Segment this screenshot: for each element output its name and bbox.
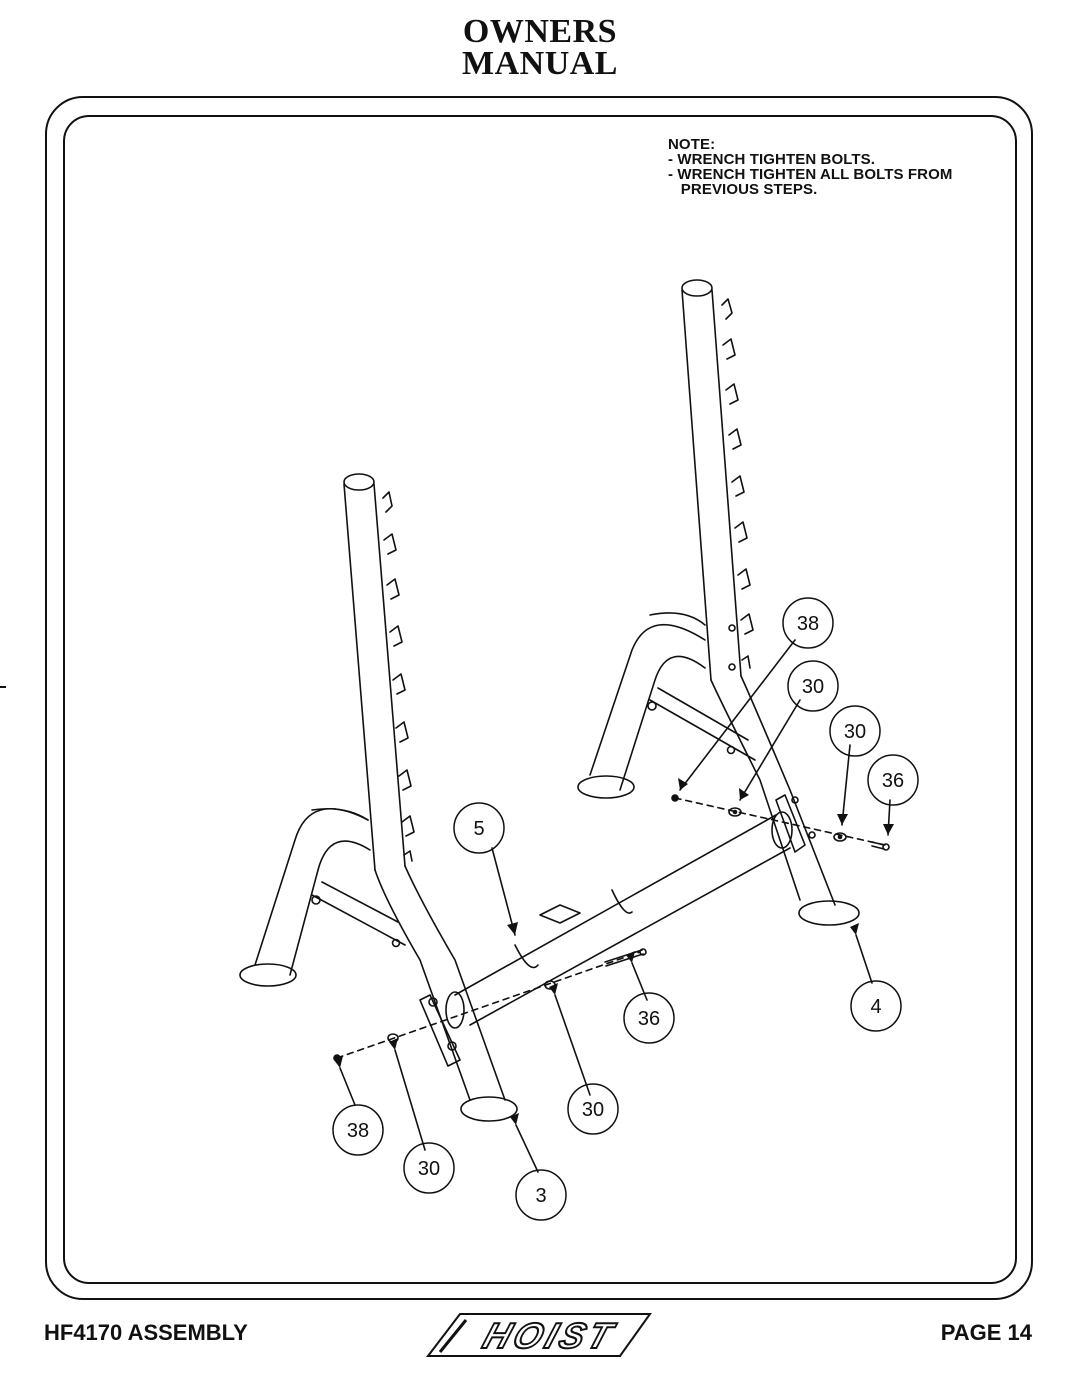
margin-mark xyxy=(0,686,6,688)
note-heading: NOTE: xyxy=(668,136,716,153)
callout-30-bottom: 30 xyxy=(418,1158,440,1180)
callout-30-a: 30 xyxy=(802,676,824,698)
hardware-right xyxy=(671,794,890,851)
callout-4: 4 xyxy=(870,996,881,1018)
callout-30-mid: 30 xyxy=(582,1099,604,1121)
note-line-3: PREVIOUS STEPS. xyxy=(668,181,818,198)
footer-page-number: PAGE 14 xyxy=(940,1320,1032,1345)
callout-circles xyxy=(332,597,919,1221)
callout-38-bottom: 38 xyxy=(347,1120,369,1142)
manual-title-line1: OWNERS xyxy=(462,13,618,50)
hoist-logo: HOIST xyxy=(425,1313,652,1357)
leader-lines xyxy=(339,639,891,1173)
note-line-2: - WRENCH TIGHTEN ALL BOLTS FROM xyxy=(668,166,953,183)
callout-3: 3 xyxy=(535,1185,546,1207)
callout-5: 5 xyxy=(473,818,484,840)
callout-36-right: 36 xyxy=(882,770,904,792)
leader-arrowheads xyxy=(334,778,894,1125)
right-upright xyxy=(577,279,860,926)
callout-36-mid: 36 xyxy=(638,1008,660,1030)
assembly-note: NOTE: - WRENCH TIGHTEN BOLTS. - WRENCH T… xyxy=(668,137,952,197)
logo-wordmark: HOIST xyxy=(478,1316,621,1356)
note-line-1: - WRENCH TIGHTEN BOLTS. xyxy=(668,151,876,168)
diagram-frame-outer xyxy=(45,96,1033,1300)
callout-30-b: 30 xyxy=(844,721,866,743)
hardware-left xyxy=(333,948,647,1062)
diagram-frame-inner xyxy=(63,115,1017,1284)
manual-title-line2: MANUAL xyxy=(462,45,618,82)
crossbar xyxy=(419,794,816,1067)
left-upright xyxy=(239,473,518,1122)
footer-model-label: HF4170 ASSEMBLY xyxy=(44,1320,248,1345)
callout-38-top: 38 xyxy=(797,613,819,635)
